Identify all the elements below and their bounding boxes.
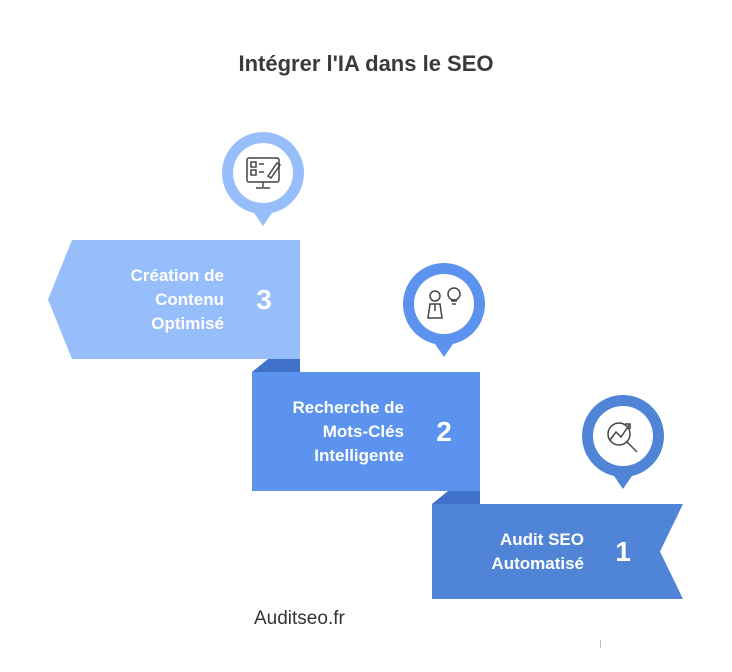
diagram-title: Intégrer l'IA dans le SEO <box>238 51 494 76</box>
person-lightbulb-icon <box>427 287 461 319</box>
magnifier-chart-icon <box>607 422 638 453</box>
connector-2-1 <box>432 491 480 504</box>
step-3-pin <box>222 132 304 226</box>
monitor-checklist-icon <box>246 157 282 189</box>
divider-tick <box>600 640 601 648</box>
step-3-banner <box>48 240 300 359</box>
footer-brand: Auditseo.fr <box>254 608 345 629</box>
step-2-banner <box>252 372 480 491</box>
step-2-pin <box>403 263 485 357</box>
step-1-number: 1 <box>615 536 631 567</box>
step-1-label: Audit SEO Automatisé <box>491 530 584 573</box>
step-1-pin <box>582 395 664 489</box>
step-3-number: 3 <box>256 284 272 315</box>
step-2-label: Recherche de Mots-Clés Intelligente <box>292 398 405 465</box>
step-1-banner <box>432 504 683 599</box>
step-3-label: Création de Contenu Optimisé <box>130 266 224 333</box>
step-2-number: 2 <box>436 416 452 447</box>
connector-3-2 <box>252 359 300 372</box>
